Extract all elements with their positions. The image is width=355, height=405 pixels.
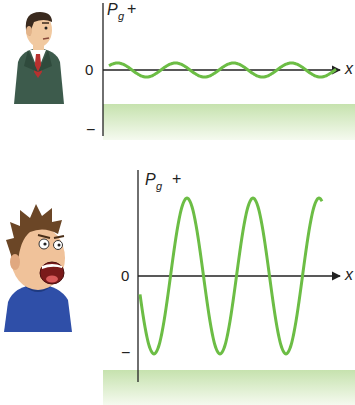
- axis-symbol: x: [345, 267, 353, 283]
- calm-man-figure: [14, 12, 64, 104]
- pressure-wave: [140, 198, 322, 354]
- axis-symbol: P: [145, 172, 156, 188]
- axis-symbol: x: [345, 61, 353, 77]
- ground-band: [103, 104, 355, 140]
- ground-band: [103, 370, 355, 405]
- axis-symbol: P: [107, 2, 118, 18]
- pressure-wave: [109, 63, 336, 77]
- zero-mark: 0: [85, 62, 93, 77]
- axis-subscript: g: [156, 181, 162, 192]
- shouting-man-figure: [4, 204, 72, 332]
- axis-subscript: g: [118, 11, 124, 22]
- sign-mark: −: [86, 122, 95, 138]
- position-axis: [138, 275, 340, 276]
- sign-mark: +: [172, 171, 181, 187]
- sign-mark: +: [127, 1, 136, 17]
- zero-mark: 0: [121, 268, 129, 283]
- sign-mark: −: [121, 345, 130, 361]
